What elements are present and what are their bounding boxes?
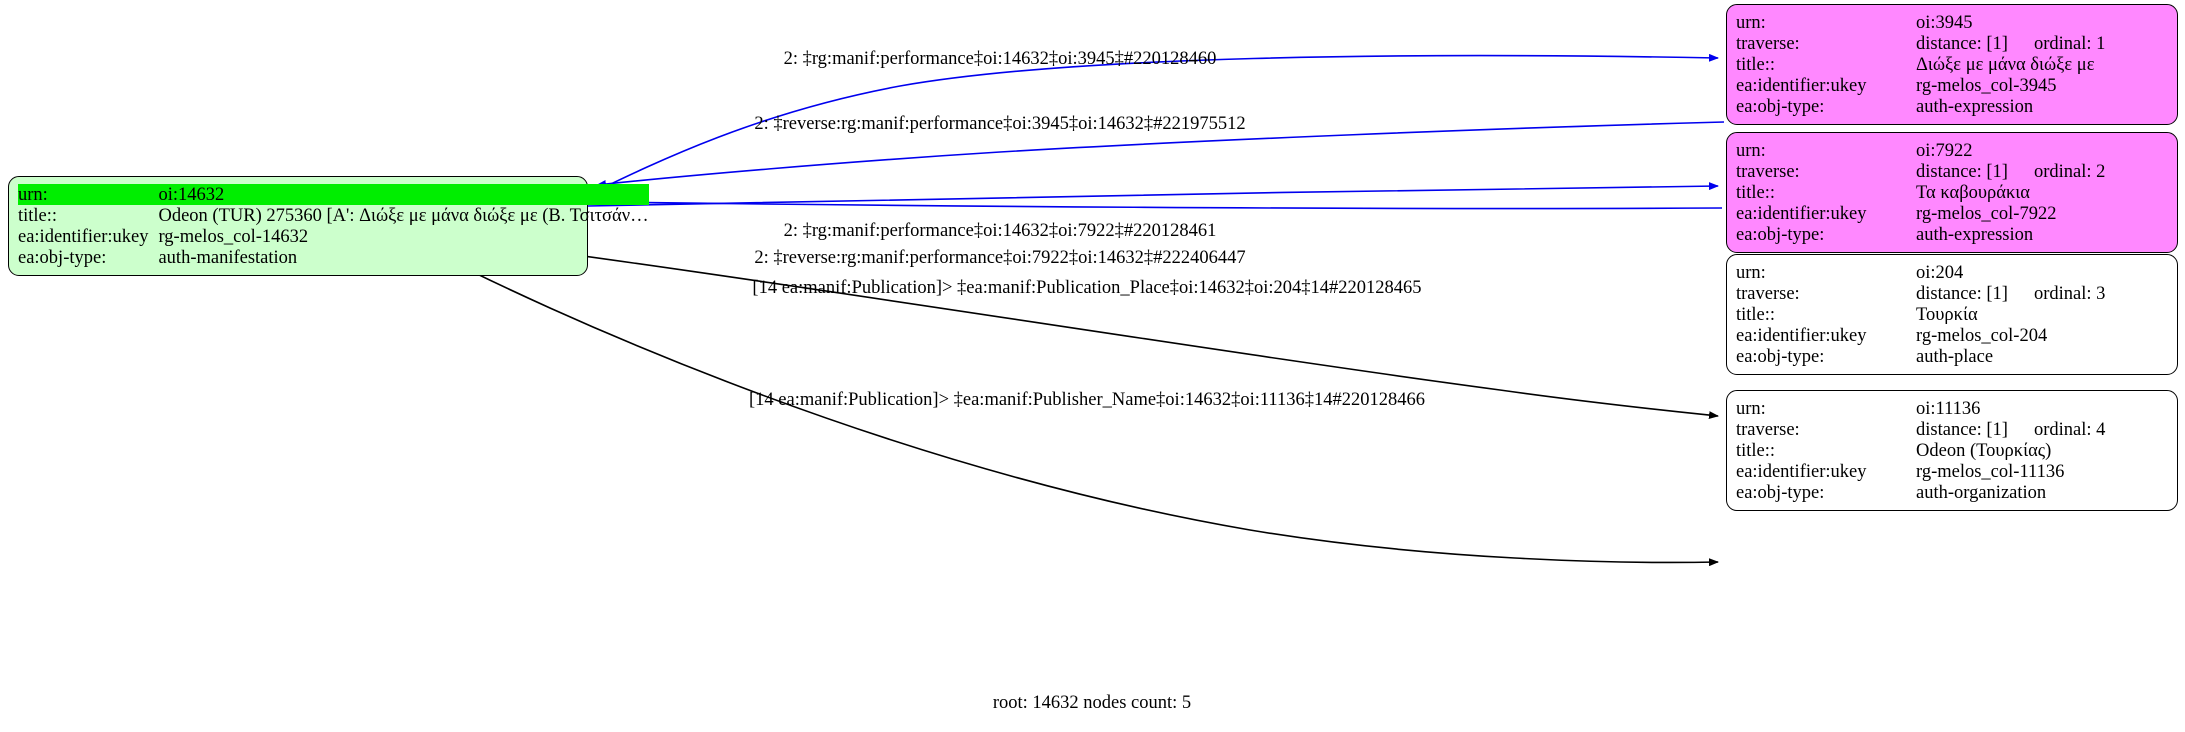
node-oi-204-row-title: title:: Τουρκία xyxy=(1736,304,2168,325)
edge-label-manif-performance-7922: 2: ‡rg:manif:performance‡oi:14632‡oi:792… xyxy=(783,221,1217,241)
node-oi-7922-value-title: Τα καβουράκια xyxy=(1916,182,2030,203)
node-oi-7922-key-objtype: ea:obj-type: xyxy=(1736,224,1825,245)
node-oi-11136-row-objtype: ea:obj-type: auth-organization xyxy=(1736,482,2168,503)
node-root-key-objtype: ea:obj-type: xyxy=(18,247,107,268)
edge-path-manif-performance-7922 xyxy=(587,182,1719,207)
node-oi-7922-key-traverse: traverse: xyxy=(1736,161,1800,182)
node-oi-3945-key-ukey: ea:identifier:ukey xyxy=(1736,75,1867,96)
edge-path-reverse-manif-performance-7922 xyxy=(597,198,1723,210)
node-oi-11136-value-urn: oi:11136 xyxy=(1916,398,1981,419)
node-oi-11136-row-title: title:: Odeon (Τουρκίας) xyxy=(1736,440,2168,461)
node-oi-204-ordinal: ordinal: 3 xyxy=(2033,283,2106,304)
node-root-row-urn: urn: oi:14632 xyxy=(18,184,649,205)
node-oi-11136-key-objtype: ea:obj-type: xyxy=(1736,482,1825,503)
node-oi-11136-table: urn: oi:11136 traverse: distance: [1] ord… xyxy=(1736,398,2168,503)
edge-label-publisher-name-11136: [14 ea:manif:Publication]> ‡ea:manif:Pub… xyxy=(749,390,1425,410)
node-root-key-urn: urn: xyxy=(18,184,159,205)
node-oi-3945-row-ukey: ea:identifier:ukey rg-melos_col-3945 xyxy=(1736,75,2168,96)
node-root-value-ukey: rg-melos_col-14632 xyxy=(158,226,309,247)
node-root-value-title: Odeon (TUR) 275360 [A': Διώξε με μάνα δι… xyxy=(158,205,649,226)
node-oi-204-value-traverse: distance: [1] ordinal: 3 xyxy=(1916,283,2168,304)
node-oi-3945-distance: distance: [1] xyxy=(1916,33,2008,54)
node-oi-11136-key-title: title:: xyxy=(1736,440,1776,461)
node-oi-204-value-objtype: auth-place xyxy=(1916,346,1994,367)
node-oi-3945-key-title: title:: xyxy=(1736,54,1776,75)
node-oi-204[interactable]: urn: oi:204 traverse: distance: [1] ordin… xyxy=(1726,254,2178,375)
node-oi-3945-value-objtype: auth-expression xyxy=(1916,96,2034,117)
node-oi-11136-value-traverse: distance: [1] ordinal: 4 xyxy=(1916,419,2168,440)
node-oi-3945-table: urn: oi:3945 traverse: distance: [1] ordi… xyxy=(1736,12,2168,117)
node-oi-7922-value-urn: oi:7922 xyxy=(1916,140,1973,161)
node-oi-11136-distance: distance: [1] xyxy=(1916,419,2008,440)
node-root-oi-14632[interactable]: urn: oi:14632 title:: Odeon (TUR) 275360… xyxy=(8,176,649,276)
node-oi-3945-row-traverse: traverse: distance: [1] ordinal: 1 xyxy=(1736,33,2168,54)
node-root-row-title: title:: Odeon (TUR) 275360 [A': Διώξε με… xyxy=(18,205,649,226)
node-oi-3945-value-urn: oi:3945 xyxy=(1916,12,1973,33)
node-oi-7922-value-ukey: rg-melos_col-7922 xyxy=(1916,203,2057,224)
node-oi-7922-key-title: title:: xyxy=(1736,182,1776,203)
node-oi-204-key-ukey: ea:identifier:ukey xyxy=(1736,325,1867,346)
node-oi-11136-value-ukey: rg-melos_col-11136 xyxy=(1916,461,2065,482)
node-root-row-objtype: ea:obj-type: auth-manifestation xyxy=(18,247,649,268)
node-root-value-urn: oi:14632 xyxy=(158,184,649,205)
node-oi-7922-key-ukey: ea:identifier:ukey xyxy=(1736,203,1867,224)
node-oi-11136-key-urn: urn: xyxy=(1736,398,1766,419)
node-oi-3945-key-objtype: ea:obj-type: xyxy=(1736,96,1825,117)
edge-label-publication-place-204: [14 ea:manif:Publication]> ‡ea:manif:Pub… xyxy=(752,278,1422,298)
node-oi-7922[interactable]: urn: oi:7922 traverse: distance: [1] ordi… xyxy=(1726,132,2178,253)
node-oi-204-value-title: Τουρκία xyxy=(1916,304,1978,325)
node-root-value-objtype: auth-manifestation xyxy=(158,247,298,268)
node-oi-3945[interactable]: urn: oi:3945 traverse: distance: [1] ordi… xyxy=(1726,4,2178,125)
node-oi-204-key-traverse: traverse: xyxy=(1736,283,1800,304)
node-oi-3945-value-traverse: distance: [1] ordinal: 1 xyxy=(1916,33,2168,54)
node-oi-11136-value-title: Odeon (Τουρκίας) xyxy=(1916,440,2052,461)
node-oi-3945-key-traverse: traverse: xyxy=(1736,33,1800,54)
node-oi-7922-row-urn: urn: oi:7922 xyxy=(1736,140,2168,161)
node-oi-204-value-ukey: rg-melos_col-204 xyxy=(1916,325,2048,346)
node-oi-3945-value-title: Διώξε με μάνα διώξε με xyxy=(1916,54,2095,75)
node-oi-3945-key-urn: urn: xyxy=(1736,12,1766,33)
edge-label-reverse-manif-performance-3945: 2: ‡reverse:rg:manif:performance‡oi:3945… xyxy=(754,114,1246,134)
edge-label-reverse-manif-performance-7922: 2: ‡reverse:rg:manif:performance‡oi:7922… xyxy=(754,248,1246,268)
node-root-row-ukey: ea:identifier:ukey rg-melos_col-14632 xyxy=(18,226,649,247)
node-oi-204-table: urn: oi:204 traverse: distance: [1] ordin… xyxy=(1736,262,2168,367)
node-oi-7922-table: urn: oi:7922 traverse: distance: [1] ordi… xyxy=(1736,140,2168,245)
node-oi-3945-ordinal: ordinal: 1 xyxy=(2033,33,2106,54)
node-oi-204-row-traverse: traverse: distance: [1] ordinal: 3 xyxy=(1736,283,2168,304)
node-oi-7922-row-objtype: ea:obj-type: auth-expression xyxy=(1736,224,2168,245)
node-oi-11136-row-urn: urn: oi:11136 xyxy=(1736,398,2168,419)
node-oi-7922-ordinal: ordinal: 2 xyxy=(2033,161,2106,182)
node-oi-204-row-urn: urn: oi:204 xyxy=(1736,262,2168,283)
node-oi-11136-row-ukey: ea:identifier:ukey rg-melos_col-11136 xyxy=(1736,461,2168,482)
node-oi-11136-ordinal: ordinal: 4 xyxy=(2033,419,2106,440)
node-oi-11136-key-ukey: ea:identifier:ukey xyxy=(1736,461,1867,482)
node-oi-7922-value-objtype: auth-expression xyxy=(1916,224,2034,245)
node-oi-204-key-objtype: ea:obj-type: xyxy=(1736,346,1825,367)
node-root-key-ukey: ea:identifier:ukey xyxy=(18,226,149,247)
node-oi-204-value-urn: oi:204 xyxy=(1916,262,1964,283)
node-oi-11136-value-objtype: auth-organization xyxy=(1916,482,2047,503)
node-oi-204-row-objtype: ea:obj-type: auth-place xyxy=(1736,346,2168,367)
node-root-key-title: title:: xyxy=(18,205,58,226)
node-oi-204-key-urn: urn: xyxy=(1736,262,1766,283)
node-oi-3945-row-title: title:: Διώξε με μάνα διώξε με xyxy=(1736,54,2168,75)
edge-label-manif-performance-3945: 2: ‡rg:manif:performance‡oi:14632‡oi:394… xyxy=(783,49,1217,69)
node-oi-7922-key-urn: urn: xyxy=(1736,140,1766,161)
node-oi-3945-row-objtype: ea:obj-type: auth-expression xyxy=(1736,96,2168,117)
node-oi-11136[interactable]: urn: oi:11136 traverse: distance: [1] ord… xyxy=(1726,390,2178,511)
node-oi-3945-row-urn: urn: oi:3945 xyxy=(1736,12,2168,33)
node-oi-3945-value-ukey: rg-melos_col-3945 xyxy=(1916,75,2057,96)
node-oi-204-key-title: title:: xyxy=(1736,304,1776,325)
node-oi-7922-row-title: title:: Τα καβουράκια xyxy=(1736,182,2168,203)
node-oi-11136-row-traverse: traverse: distance: [1] ordinal: 4 xyxy=(1736,419,2168,440)
node-oi-11136-key-traverse: traverse: xyxy=(1736,419,1800,440)
node-oi-204-row-ukey: ea:identifier:ukey rg-melos_col-204 xyxy=(1736,325,2168,346)
node-oi-7922-distance: distance: [1] xyxy=(1916,161,2008,182)
graph-footer-caption: root: 14632 nodes count: 5 xyxy=(992,693,1192,713)
node-oi-204-distance: distance: [1] xyxy=(1916,283,2008,304)
node-oi-7922-row-ukey: ea:identifier:ukey rg-melos_col-7922 xyxy=(1736,203,2168,224)
node-oi-7922-row-traverse: traverse: distance: [1] ordinal: 2 xyxy=(1736,161,2168,182)
node-oi-7922-value-traverse: distance: [1] ordinal: 2 xyxy=(1916,161,2168,182)
node-root-table: urn: oi:14632 title:: Odeon (TUR) 275360… xyxy=(18,184,649,268)
